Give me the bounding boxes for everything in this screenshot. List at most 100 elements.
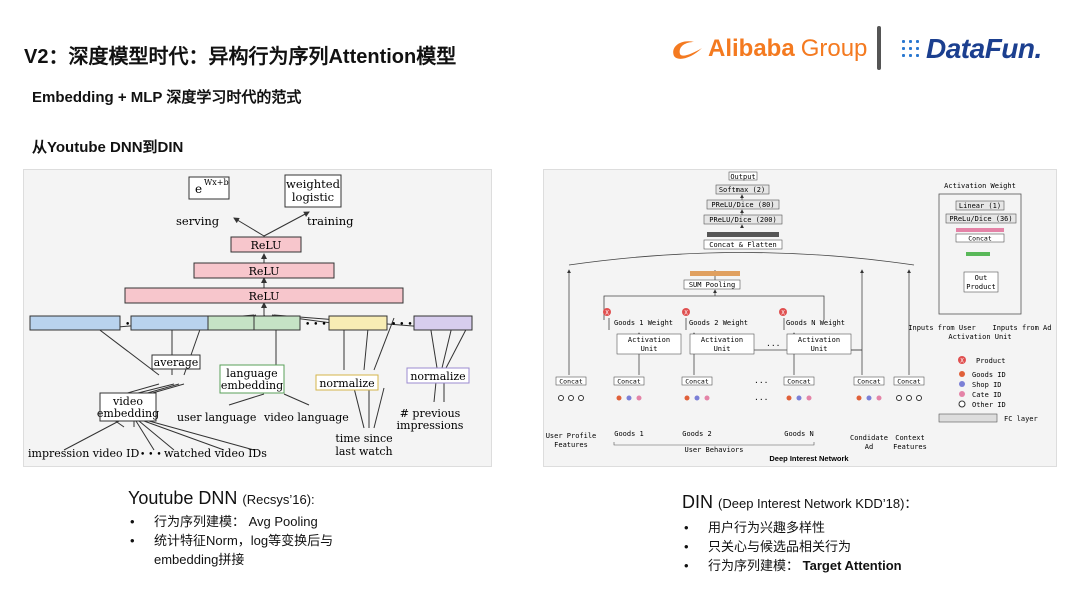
legend-product: Product — [976, 357, 1006, 365]
time-since-line2: last watch — [335, 445, 392, 458]
user-profile-line2: Features — [554, 441, 588, 449]
activation-units: Activation Unit Activation Unit Activati… — [616, 333, 852, 355]
page-title: V2：深度模型时代：异构行为序列Attention模型 — [24, 46, 457, 68]
din-bullet-3-prefix: 行为序列建模： — [708, 558, 800, 573]
alibaba-wordmark: Alibaba — [708, 35, 795, 62]
x-mark-3: X — [781, 310, 785, 317]
user-behaviors-label: User Behaviors — [684, 446, 743, 454]
din-figure: Output Softmax (2) PReLU/Dice (80) PReLU… — [543, 169, 1057, 467]
din-bullet-2: 只关心与候选品相关行为 — [682, 537, 982, 556]
x-mark-2: X — [684, 310, 688, 317]
activation-unit-2-line2: Unit — [714, 345, 731, 353]
user-language-label: user language — [177, 411, 256, 424]
x-mark-1: X — [605, 310, 609, 317]
ellipsis-2: ... — [754, 376, 768, 385]
youtube-dnn-diagram: e Wx+b weighted logistic serving trainin… — [28, 174, 473, 460]
concat-goodsN: Concat — [787, 378, 811, 386]
legend-fc-layer: FC layer — [1004, 415, 1038, 423]
linear-box: Linear (1) — [959, 202, 1001, 210]
inset-concat-box: Concat — [968, 235, 992, 243]
concat-ad: Concat — [857, 378, 881, 386]
context-features-line1: Context — [895, 434, 925, 442]
concat-goods1: Concat — [617, 378, 641, 386]
dots-3: • • • — [391, 320, 413, 330]
din-diagram: Output Softmax (2) PReLU/Dice (80) PReLU… — [546, 171, 1052, 463]
video-embedding-line2: embedding — [97, 407, 159, 420]
relu-layer-3: ReLU — [249, 290, 280, 303]
subtitle: Embedding + MLP 深度学习时代的范式 — [32, 89, 302, 106]
legend-goods: Goods ID — [972, 371, 1006, 379]
din-title: DIN — [682, 492, 713, 512]
youtube-bullet-2: 统计特征Norm，log等变换后与embedding拼接 — [128, 531, 388, 569]
language-embedding-line2: embedding — [221, 379, 283, 392]
concat-goods2: Concat — [685, 378, 709, 386]
activation-unit-1-line2: Unit — [641, 345, 658, 353]
previous-impressions-line1: # previous — [400, 407, 461, 420]
inputs-from-user-label: Inputs from User — [908, 324, 975, 332]
concat-flatten-box: Concat & Flatten — [709, 241, 776, 249]
youtube-caption-title: Youtube DNN (Recsys’16): — [128, 488, 315, 509]
prelu-80-box: PReLU/Dice (80) — [711, 201, 774, 209]
video-embedding-line1: video — [112, 395, 143, 408]
alibaba-logo-icon — [673, 41, 702, 59]
din-legend: X Product Goods ID Shop ID Cate ID Other… — [938, 356, 1038, 423]
legend-other: Other ID — [972, 401, 1006, 409]
youtube-dnn-note: (Recsys’16): — [242, 492, 315, 507]
din-bullet-1: 用户行为兴趣多样性 — [682, 518, 982, 537]
logo-separator — [877, 26, 881, 70]
softmax-box: Softmax (2) — [719, 186, 765, 194]
legend-shop: Shop ID — [972, 381, 1002, 389]
exp-superscript: Wx+b — [204, 178, 229, 187]
section-heading: 从Youtube DNN到DIN — [32, 139, 184, 156]
goodsN-weight-label: Goods N Weight — [786, 319, 845, 327]
weighted-logistic-line1: weighted — [286, 177, 341, 191]
youtube-dnn-figure: e Wx+b weighted logistic serving trainin… — [23, 169, 492, 467]
legend-cate: Cate ID — [972, 391, 1002, 399]
dots-4: • • • — [140, 450, 162, 460]
dots-2: • • • — [305, 320, 327, 330]
prelu-200-box: PReLU/Dice (200) — [709, 216, 776, 224]
relu-layer-2: ReLU — [249, 265, 280, 278]
training-label: training — [307, 214, 354, 228]
serving-label: serving — [176, 214, 220, 228]
legend-x-mark: X — [960, 358, 964, 365]
ellipsis-1: ... — [766, 339, 780, 348]
activation-unit-label: Activation Unit — [948, 333, 1011, 341]
prelu-36-box: PReLu/Dice (36) — [949, 215, 1012, 223]
activation-unit-3-line2: Unit — [811, 345, 828, 353]
din-bullet-3: 行为序列建模： Target Attention — [682, 556, 982, 575]
previous-impressions-line2: impressions — [397, 419, 464, 432]
concat-boxes: Concat Concat Concat Concat Concat Conca… — [555, 376, 925, 386]
product-markers: X X X — [603, 308, 787, 317]
concat-context: Concat — [897, 378, 921, 386]
goods1-label: Goods 1 — [614, 430, 644, 438]
din-caption-title: DIN (Deep Interest Network KDD’18)： — [682, 492, 917, 513]
out-product-line1: Out — [975, 274, 988, 282]
candidate-ad-line1: Condidate — [850, 434, 888, 442]
goodsN-label: Goods N — [784, 430, 814, 438]
ellipsis-3: ... — [754, 393, 768, 402]
datafun-logo: DataFun. — [900, 26, 1042, 72]
activation-weight-title: Activation Weight — [944, 182, 1016, 190]
youtube-dnn-title: Youtube DNN — [128, 488, 238, 508]
user-profile-line1: User Profile — [546, 432, 597, 440]
din-bullet-list: 用户行为兴趣多样性 只关心与候选品相关行为 行为序列建模： Target Att… — [682, 518, 982, 575]
activation-unit-2-line1: Activation — [701, 336, 743, 344]
sum-pooling-box: SUM Pooling — [689, 281, 735, 289]
output-box: Output — [730, 173, 755, 181]
goods2-label: Goods 2 — [682, 430, 712, 438]
din-bullet-3-bold: Target Attention — [802, 558, 902, 573]
normalize-box-1: normalize — [319, 377, 374, 390]
video-language-label: video language — [263, 411, 349, 424]
relu-layer-1: ReLU — [251, 239, 282, 252]
normalize-box-2: normalize — [410, 370, 465, 383]
concat-user: Concat — [559, 378, 583, 386]
youtube-bullet-1: 行为序列建模： Avg Pooling — [128, 512, 388, 531]
feature-dots — [558, 395, 922, 401]
impression-video-id-label: impression video ID — [28, 447, 140, 460]
goods2-weight-label: Goods 2 Weight — [689, 319, 748, 327]
time-since-line1: time since — [335, 432, 392, 445]
datafun-dots-icon — [900, 38, 922, 60]
youtube-bullet-list: 行为序列建模： Avg Pooling 统计特征Norm，log等变换后与emb… — [128, 512, 388, 569]
